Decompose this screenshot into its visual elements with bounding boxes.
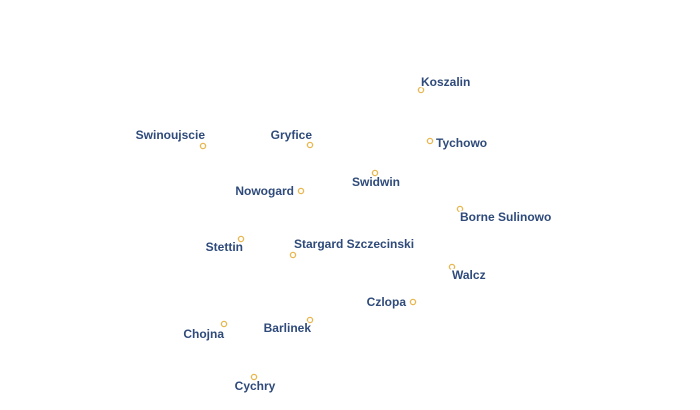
place-chojna[interactable]: Chojna [182,320,228,343]
place-marker-gryfice[interactable] [306,141,314,149]
place-gryfice[interactable]: Gryfice [269,126,314,149]
place-swidwin[interactable]: Swidwin [350,169,402,191]
place-nowogard[interactable]: Nowogard [234,182,305,200]
place-label-cychry: Cychry [235,379,276,393]
place-marker-stettin[interactable] [237,235,245,243]
place-stettin[interactable]: Stettin [204,235,245,256]
place-marker-tychowo[interactable] [426,137,434,145]
place-marker-swinoujscie[interactable] [199,142,207,150]
place-marker-barlinek[interactable] [306,316,314,324]
place-marker-chojna[interactable] [220,320,228,328]
place-label-koszalin: Koszalin [421,75,470,89]
place-borne-sulinowo[interactable]: Borne Sulinowo [456,205,553,226]
place-marker-stargard-szczecinski[interactable] [289,251,297,259]
place-label-barlinek: Barlinek [264,321,312,335]
place-marker-nowogard[interactable] [297,187,305,195]
place-swinoujscie[interactable]: Swinoujscie [134,126,207,150]
place-marker-borne-sulinowo[interactable] [456,205,464,213]
place-marker-cychry[interactable] [250,373,258,381]
place-label-walcz: Walcz [452,268,486,282]
place-czlopa[interactable]: Czlopa [365,293,417,311]
place-label-stettin: Stettin [206,240,243,254]
place-label-gryfice: Gryfice [271,128,313,142]
place-label-chojna: Chojna [183,327,224,341]
place-label-nowogard: Nowogard [235,184,294,198]
place-marker-koszalin[interactable] [417,86,425,94]
place-label-swinoujscie: Swinoujscie [136,128,206,142]
place-walcz[interactable]: Walcz [448,263,487,284]
place-label-tychowo: Tychowo [436,136,487,150]
place-label-czlopa: Czlopa [367,295,407,309]
place-koszalin[interactable]: Koszalin [417,73,472,94]
place-label-stargard-szczecinski: Stargard Szczecinski [294,237,414,251]
place-label-swidwin: Swidwin [352,175,400,189]
place-label-borne-sulinowo: Borne Sulinowo [460,210,551,224]
place-barlinek[interactable]: Barlinek [262,316,314,337]
place-marker-swidwin[interactable] [371,169,379,177]
place-cychry[interactable]: Cychry [233,373,277,395]
place-marker-walcz[interactable] [448,263,456,271]
place-marker-czlopa[interactable] [409,298,417,306]
place-stargard-szczecinski[interactable]: Stargard Szczecinski [289,235,416,259]
place-tychowo[interactable]: Tychowo [426,134,489,152]
